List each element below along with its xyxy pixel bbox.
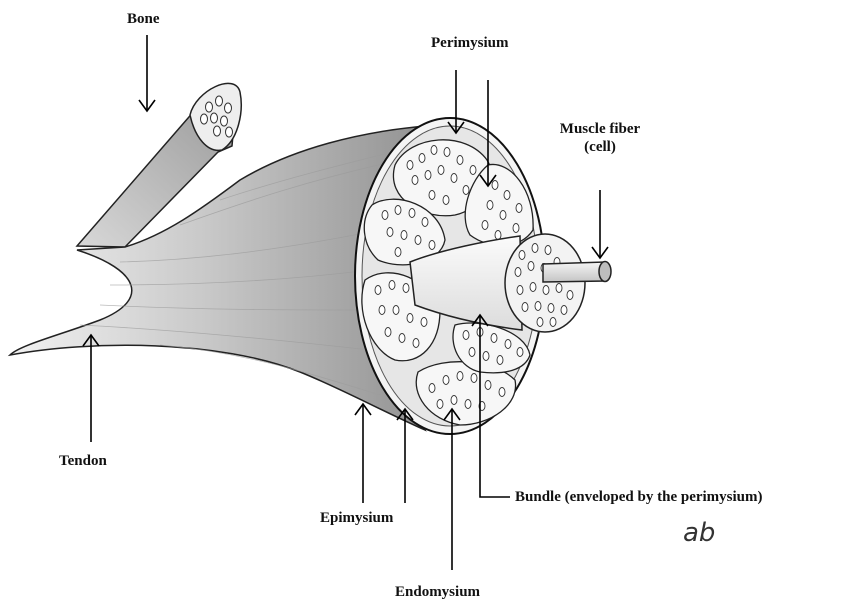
muscle-fiber-label-line1: Muscle fiber <box>530 120 670 138</box>
epimysium-label: Epimysium <box>320 509 393 527</box>
bone-arrow <box>139 35 155 111</box>
tendon-arrow <box>83 335 99 442</box>
muscle-fiber-label: Muscle fiber (cell) <box>530 120 670 156</box>
endomysium-label: Endomysium <box>395 583 480 601</box>
bone-label: Bone <box>127 10 160 28</box>
tendon-label: Tendon <box>59 452 107 470</box>
perimysium-label: Perimysium <box>431 34 508 52</box>
muscle-fiber-label-line2: (cell) <box>530 138 670 156</box>
signature-text: ab <box>683 518 715 548</box>
epimysium-arrow-1 <box>355 404 371 503</box>
bundle-label: Bundle (enveloped by the perimysium) <box>515 488 763 506</box>
muscle-fiber <box>543 262 611 283</box>
muscle-fiber-arrow <box>592 190 608 258</box>
